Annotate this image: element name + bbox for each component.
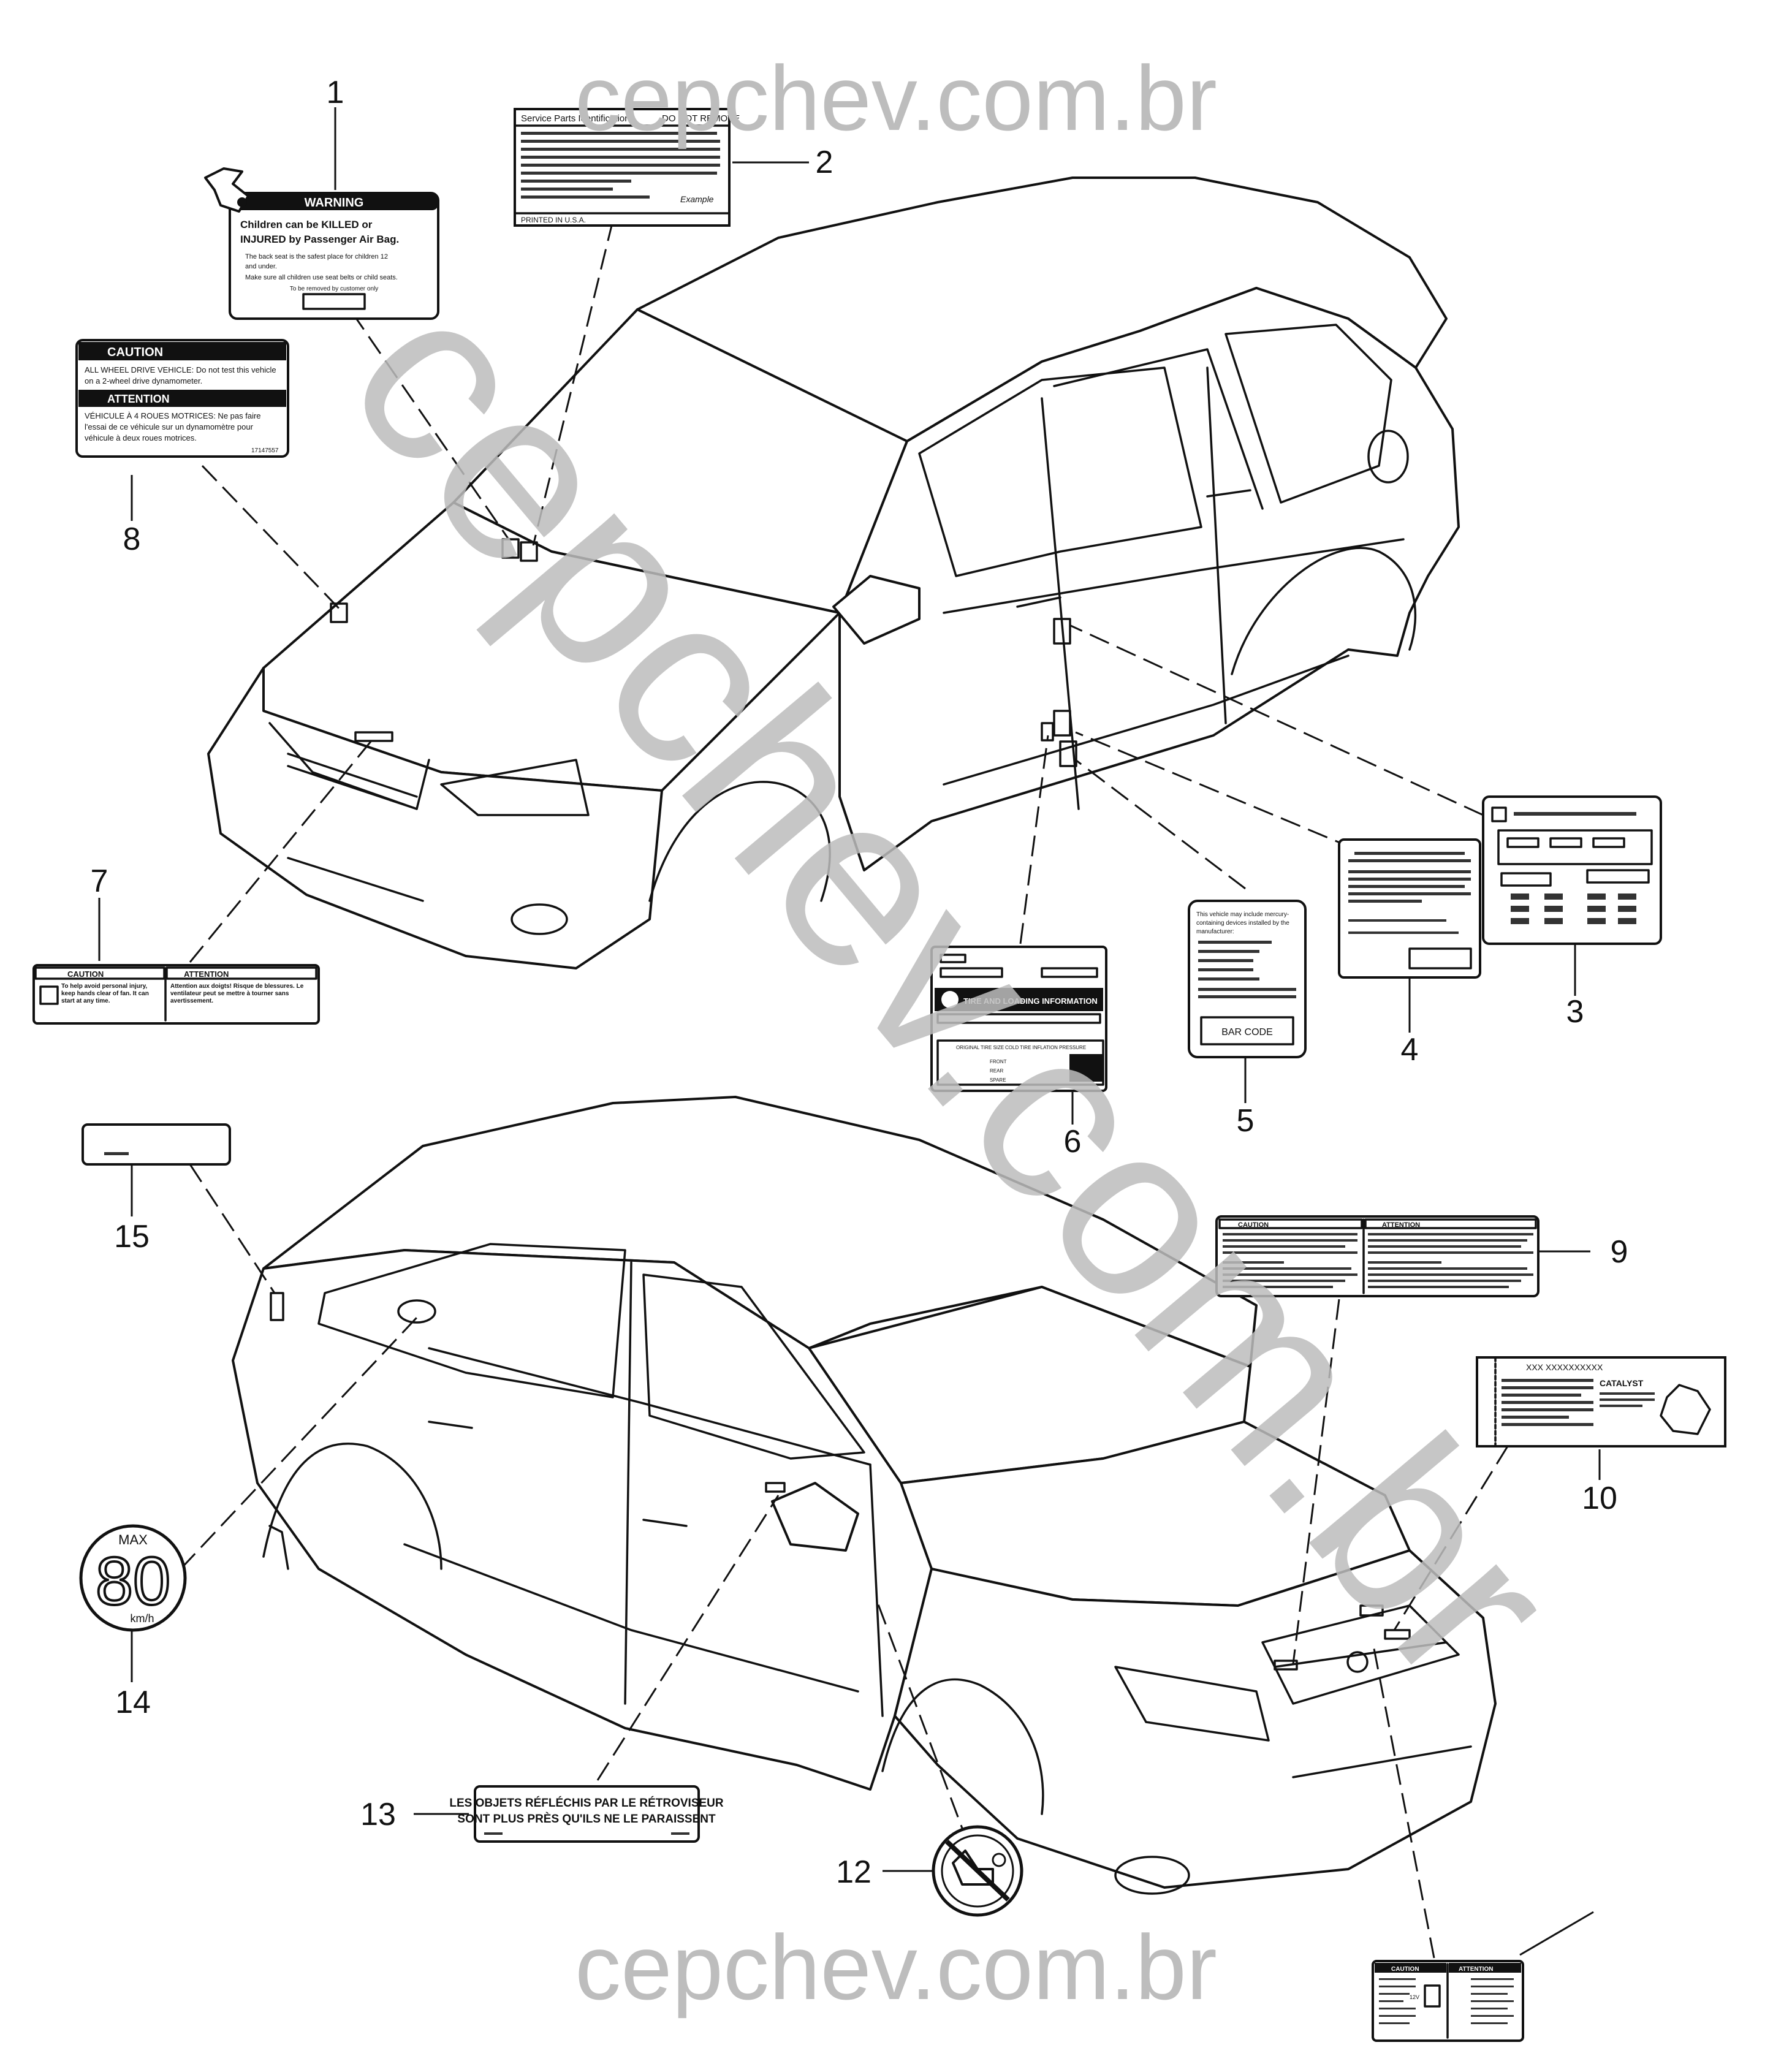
label-14-unit: km/h <box>130 1612 154 1625</box>
label-8-text-en-b: on a 2-wheel drive dynamometer. <box>85 376 202 385</box>
label-7-fan-caution: CAUTION ATTENTION To help avoid personal… <box>32 964 320 1025</box>
label-6-row2: REAR <box>990 1068 1003 1074</box>
callout-1: 1 <box>327 75 344 110</box>
watermark-bottom: cepchev.com.br <box>575 1916 1217 2019</box>
label-1-bullet1a: The back seat is the safest place for ch… <box>245 253 388 260</box>
callout-9: 9 <box>1611 1234 1628 1270</box>
label-9-header-en: CAUTION <box>1238 1221 1269 1229</box>
label-7-header-en: CAUTION <box>67 969 104 979</box>
label-10-emission: XXX XXXXXXXXXX CATALYST <box>1476 1356 1726 1447</box>
callout-6: 6 <box>1064 1124 1082 1159</box>
callout-14: 14 <box>115 1685 151 1720</box>
label-10-head: XXX XXXXXXXXXX <box>1526 1362 1603 1372</box>
label-7-text-fr: Attention aux doigts! Risque de blessure… <box>170 983 304 1004</box>
callout-2: 2 <box>816 145 833 180</box>
callout-7: 7 <box>91 863 108 899</box>
label-13-mirror-warning: LES OBJETS RÉFLÉCHIS PAR LE RÉTROVISEUR … <box>449 1785 724 1843</box>
label-11-header-en: CAUTION <box>1391 1966 1419 1973</box>
watermark-top: cepchev.com.br <box>575 47 1217 150</box>
fan-icon <box>39 985 59 1005</box>
label-2-footer: PRINTED IN U.S.A. <box>521 216 586 224</box>
label-9: CAUTION ATTENTION <box>1215 1215 1540 1297</box>
label-11-header-fr: ATTENTION <box>1459 1966 1493 1973</box>
label-8-text-fr-b: l'essai de ce véhicule sur un dynamomètr… <box>85 422 254 431</box>
label-11-battery-caution: CAUTION ATTENTION 12V <box>1372 1960 1524 2042</box>
callout-13: 13 <box>360 1797 396 1832</box>
label-5-line1: This vehicle may include mercury- <box>1196 911 1289 918</box>
label-11-voltage: 12V <box>1410 1994 1419 2000</box>
label-8-awd-caution: CAUTION ALL WHEEL DRIVE VEHICLE: Do not … <box>75 339 289 458</box>
label-8-text-fr-c: véhicule à deux roues motrices. <box>85 433 197 442</box>
label-8-header-fr: ATTENTION <box>107 393 170 405</box>
label-14-max: MAX <box>118 1532 148 1547</box>
label-13-line2: SONT PLUS PRÈS QU'ILS NE LE PARAISSENT <box>457 1812 716 1826</box>
label-8-number: 17147557 <box>251 447 279 454</box>
engine-diagram-icon <box>1660 1384 1711 1435</box>
label-5-mercury: This vehicle may include mercury- contai… <box>1188 900 1307 1058</box>
callout-numbers: 1 2 3 4 5 6 7 8 9 10 12 13 14 15 <box>91 75 1628 1890</box>
label-8-text-fr-a: VÉHICULE À 4 ROUES MOTRICES: Ne pas fair… <box>85 411 261 420</box>
callout-10: 10 <box>1582 1481 1617 1516</box>
label-15 <box>82 1123 231 1166</box>
label-7-text-en: To help avoid personal injury, keep hand… <box>61 983 149 1004</box>
callout-4: 4 <box>1401 1032 1419 1068</box>
airbag-icon <box>992 1853 1006 1867</box>
callout-5: 5 <box>1237 1103 1255 1139</box>
label-6-row1: FRONT <box>990 1059 1007 1064</box>
warning-icon <box>237 197 247 207</box>
label-6-tire-loading: TIRE AND LOADING INFORMATION ORIGINAL TI… <box>930 946 1107 1092</box>
label-2-tag: DO NOT REMOVE <box>662 113 740 124</box>
label-6-col1: ORIGINAL TIRE SIZE <box>956 1045 1004 1050</box>
label-6-col2: COLD TIRE INFLATION PRESSURE <box>1005 1045 1086 1050</box>
callout-3: 3 <box>1566 994 1584 1030</box>
label-4 <box>1338 838 1481 979</box>
top-vehicle <box>207 176 1460 969</box>
label-5-line3: manufacturer: <box>1196 928 1234 935</box>
label-2-example: Example <box>680 194 714 204</box>
label-1-bullet1b: and under. <box>245 263 277 270</box>
label-1-bullet2: Make sure all children use seat belts or… <box>245 274 398 281</box>
label-8-header-en: CAUTION <box>107 346 163 359</box>
battery-icon <box>1424 1984 1441 2008</box>
label-5-barcode: BAR CODE <box>1221 1027 1273 1038</box>
leader-lines <box>98 107 1601 1959</box>
label-14-speed: 80 <box>96 1544 170 1619</box>
bottom-vehicle <box>232 1096 1497 1895</box>
label-13-line1: LES OBJETS RÉFLÉCHIS PAR LE RÉTROVISEUR <box>449 1796 724 1810</box>
label-1-airbag-warning: WARNING Children can be KILLED or INJURE… <box>204 167 439 320</box>
label-6-row3: SPARE <box>990 1077 1006 1083</box>
label-2-title: Service Parts Identification <box>521 113 630 124</box>
callout-12: 12 <box>836 1854 871 1890</box>
label-5-line2: containing devices installed by the <box>1196 920 1289 927</box>
label-1-header: WARNING <box>305 196 364 210</box>
callout-8: 8 <box>123 522 141 557</box>
label-3 <box>1482 795 1662 945</box>
label-8-text-en-a: ALL WHEEL DRIVE VEHICLE: Do not test thi… <box>85 365 276 374</box>
label-1-line2: INJURED by Passenger Air Bag. <box>240 233 399 245</box>
label-6-title: TIRE AND LOADING INFORMATION <box>963 996 1098 1006</box>
label-10-tag: CATALYST <box>1600 1378 1644 1388</box>
label-7-header-fr: ATTENTION <box>184 969 229 979</box>
callout-15: 15 <box>114 1219 150 1254</box>
label-9-header-fr: ATTENTION <box>1382 1221 1420 1229</box>
label-14-max-speed: MAX 80 km/h <box>79 1524 187 1632</box>
label-1-line1: Children can be KILLED or <box>240 219 373 230</box>
label-12-no-child-seat <box>932 1825 1023 1917</box>
label-2-service-parts-id: Service Parts Identification DO NOT REMO… <box>514 108 740 227</box>
label-1-note: To be removed by customer only <box>290 286 379 292</box>
